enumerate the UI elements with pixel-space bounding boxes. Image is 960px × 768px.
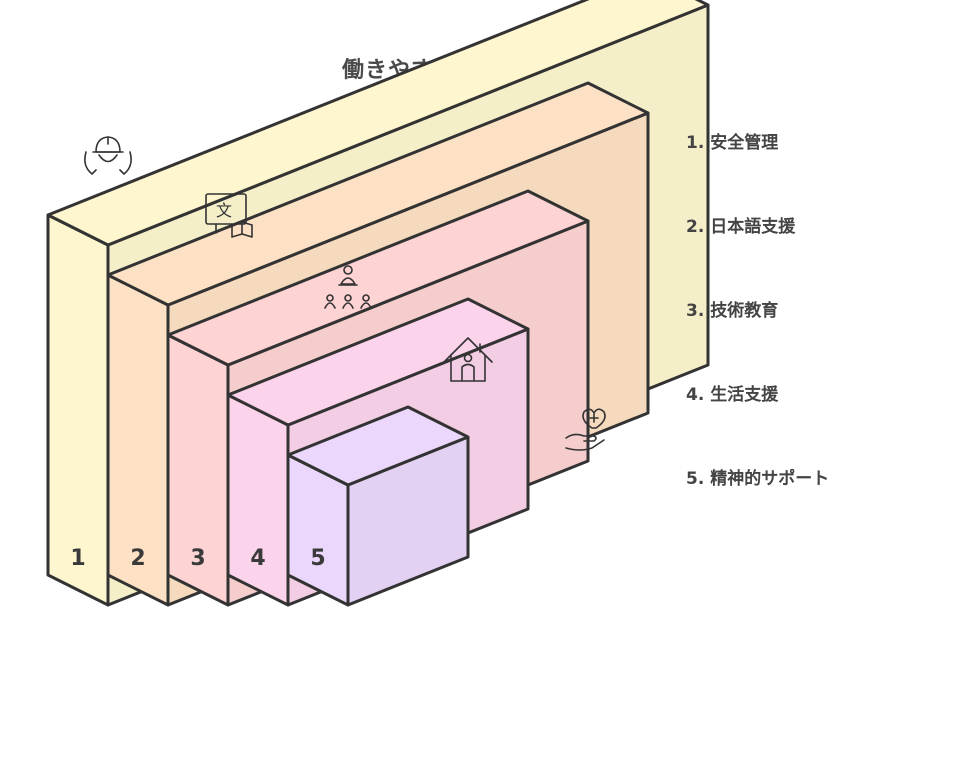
step-number-1: 1 — [70, 546, 85, 571]
step-top-face — [286, 405, 470, 487]
step-top-face — [106, 81, 650, 307]
step-top-face — [166, 189, 590, 367]
step-top-face — [46, 0, 710, 247]
step-number-3: 3 — [190, 546, 205, 571]
helmet-hands-icon — [84, 136, 132, 175]
legend-item-mental-support: 5. 精神的サポート — [686, 469, 830, 489]
step-front-face — [226, 393, 290, 607]
legend-item-safety: 1. 安全管理 — [686, 133, 779, 153]
legend-item-technical-education: 3. 技術教育 — [686, 301, 779, 321]
teacher-students-icon — [324, 265, 372, 309]
step-number-2: 2 — [130, 546, 145, 571]
legend-item-japanese-support: 2. 日本語支援 — [686, 217, 796, 237]
heart-hand-icon — [565, 408, 606, 451]
legend-list: 1. 安全管理 2. 日本語支援 3. 技術教育 4. 生活支援 5. 精神的サ… — [686, 128, 829, 548]
legend-item-life-support: 4. 生活支援 — [686, 385, 779, 405]
step-top-face — [226, 297, 530, 427]
step-number-5: 5 — [310, 546, 325, 571]
step-number-4: 4 — [250, 546, 265, 571]
svg-text:文: 文 — [216, 201, 232, 220]
house-person-icon — [443, 337, 493, 382]
language-book-icon: 文 — [205, 193, 253, 238]
step-block-5: 5 — [286, 405, 470, 607]
